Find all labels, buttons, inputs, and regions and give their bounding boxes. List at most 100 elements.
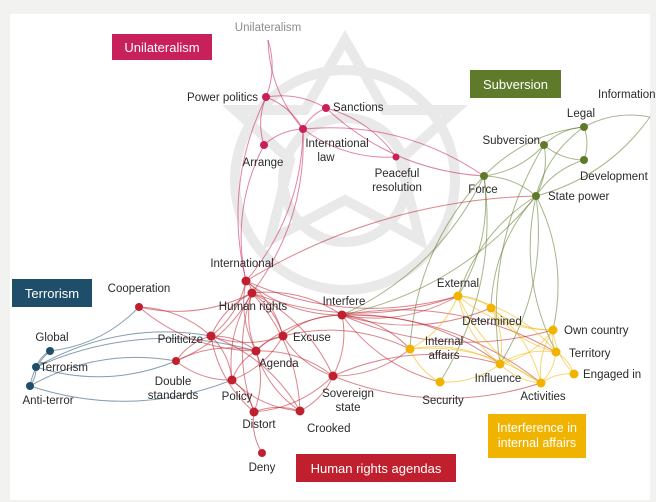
edge-power_politics-sanctions: [265, 95, 327, 109]
node-crooked: [295, 406, 305, 416]
node-label-deny: Deny: [249, 462, 276, 474]
edge-interfere-internal_affairs: [341, 314, 411, 350]
node-label-terrorism: Terrorism: [40, 362, 88, 374]
node-label-determined: Determined: [462, 316, 521, 328]
node-label-global: Global: [35, 332, 68, 344]
node-influence: [495, 359, 505, 369]
node-human-rights: [247, 288, 257, 298]
edge-excuse-sovereign_state: [282, 335, 334, 377]
edge-arrange-international_law: [263, 128, 304, 146]
edge-subversion-state_power: [535, 144, 546, 197]
node-interfere: [337, 310, 347, 320]
node-force: [480, 172, 488, 180]
edge-double_standards-policy: [175, 360, 233, 381]
node-label-activities: Activities: [520, 391, 566, 403]
node-power-politics: [262, 93, 270, 101]
edge-international-agenda: [243, 280, 257, 352]
node-label-crooked: Crooked: [307, 423, 350, 435]
node-label-information: Information: [598, 89, 656, 101]
node-international: [241, 276, 251, 286]
edge-force-state_power: [483, 175, 537, 197]
node-own-country: [548, 325, 558, 335]
node-label-security: Security: [422, 395, 464, 407]
node-external: [453, 291, 463, 301]
edge-state_power-external: [457, 195, 537, 297]
edge-subversion-development: [543, 144, 585, 161]
edge-determined-activities: [490, 307, 542, 384]
node-label-influence: Influence: [475, 373, 522, 385]
edge-external-activities: [457, 295, 542, 384]
node-label-anti-terror: Anti-terror: [22, 395, 73, 407]
edge-engaged_in-activities: [540, 373, 575, 384]
node-activities: [536, 378, 546, 388]
node-label-politicize: Politicize: [158, 334, 203, 346]
edge-politicize-policy: [210, 335, 233, 381]
edge-state_power-own_country: [535, 195, 559, 331]
node-label-policy: Policy: [222, 391, 253, 403]
node-label-engaged-in: Engaged in: [583, 369, 641, 381]
edge-sovereign_state-influence: [332, 353, 501, 377]
edge-human_rights-politicize: [210, 292, 253, 337]
node-double-standards: [172, 357, 180, 365]
edge-human_rights-interfere: [251, 291, 343, 316]
edge-anti_terror-double_standards: [29, 356, 177, 387]
edge-sanctions-international_law: [302, 107, 327, 130]
node-sovereign-state: [328, 371, 338, 381]
edge-determined-influence: [490, 307, 503, 365]
edge-force-interfere: [341, 175, 485, 316]
node-engaged-in: [569, 369, 579, 379]
node-security: [435, 377, 445, 387]
edge-interfere-activities: [341, 314, 542, 384]
edge-agenda-crooked: [255, 350, 301, 412]
edge-development-state_power: [535, 159, 585, 197]
edge-agenda-interfere: [255, 314, 343, 352]
edge-own_country-activities: [539, 329, 554, 384]
edge-international_law-human_rights: [251, 128, 304, 294]
node-terrorism: [32, 363, 40, 371]
edge-state_power-interfere: [341, 195, 537, 316]
cluster-label-human-rights-agendas: Human rights agendas: [296, 454, 456, 482]
edge-interfere-own_country: [341, 314, 554, 343]
edge-cooperation-human_rights: [138, 292, 253, 312]
node-label-own-country: Own country: [564, 325, 629, 337]
edge-subversion-influence: [495, 144, 545, 365]
edge-international_law-peaceful_resolution: [302, 128, 397, 158]
edge-power_politics-international_law: [265, 96, 304, 130]
node-label-human-rights: Human rights: [219, 301, 288, 313]
cluster-label-subversion: Subversion: [470, 70, 561, 98]
edge-information-state_power: [535, 116, 651, 197]
node-politicize: [206, 331, 216, 341]
edge-politicize-distort: [210, 335, 255, 413]
node-label-agenda: Agenda: [259, 358, 299, 370]
edge-sovereign_state-distort: [253, 375, 334, 413]
node-excuse: [278, 331, 288, 341]
node-label-subversion: Subversion: [482, 135, 540, 147]
edge-force-subversion: [483, 144, 545, 177]
node-development: [580, 156, 588, 164]
edge-excuse-internal_affairs: [282, 329, 411, 350]
edge-information-legal: [583, 114, 651, 128]
edge-interfere-security: [341, 314, 441, 383]
node-arrange: [260, 141, 268, 149]
node-label-force: Force: [468, 184, 497, 196]
edge-force-security: [439, 175, 488, 383]
edge-human_rights-distort: [241, 292, 255, 413]
edge-human_rights-crooked: [251, 292, 301, 412]
node-label-territory: Territory: [569, 348, 611, 360]
edge-policy-crooked: [231, 379, 301, 412]
node-layer: [26, 93, 588, 457]
edge-human_rights-policy: [230, 292, 253, 381]
edge-internal_affairs-influence: [409, 346, 501, 365]
node-international-law: [299, 125, 307, 133]
node-agenda: [251, 346, 261, 356]
edge-terrorism-politicize: [35, 331, 212, 368]
edge-arrange-international: [240, 144, 265, 282]
edge-legal-subversion: [543, 126, 585, 146]
node-state-power: [532, 192, 540, 200]
